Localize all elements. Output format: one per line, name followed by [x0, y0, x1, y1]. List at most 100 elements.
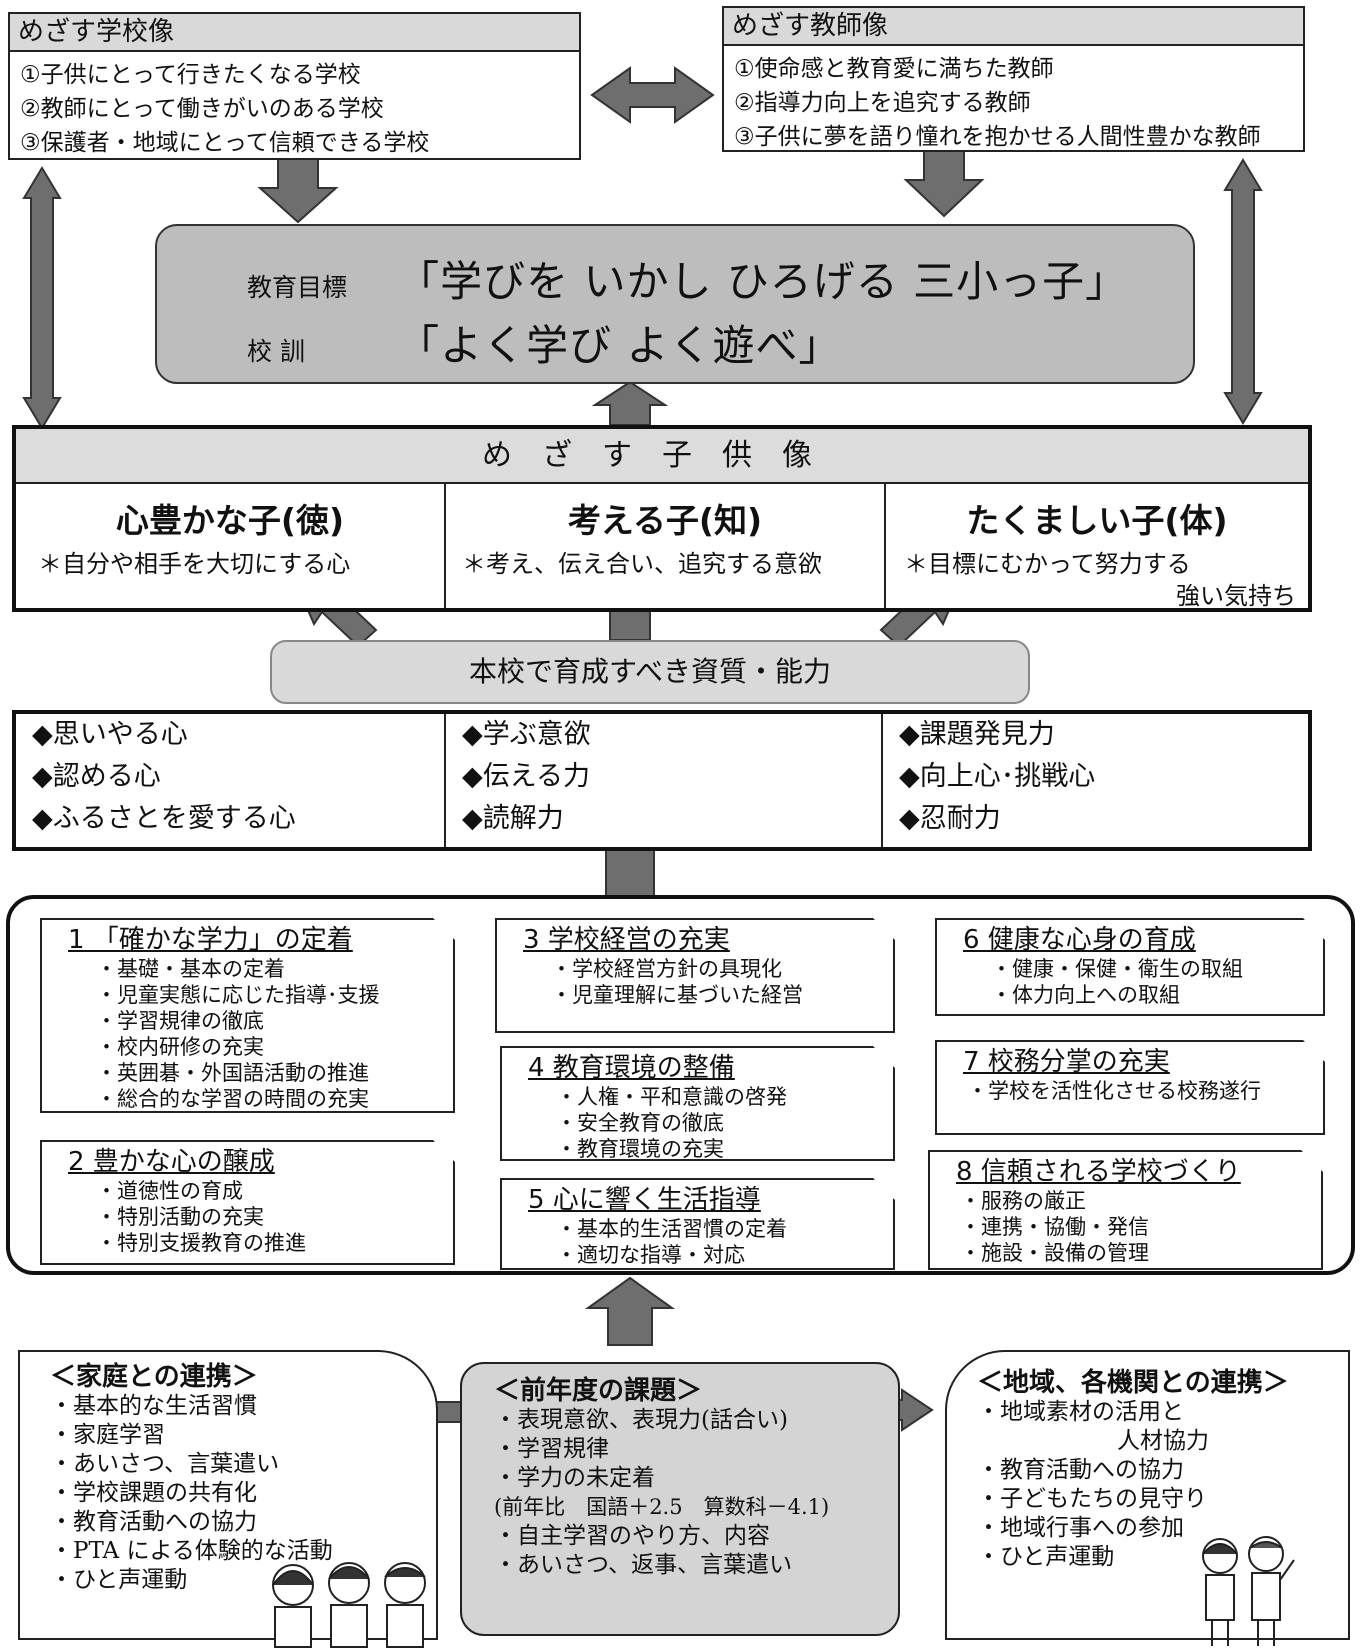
double-arrow-horizontal	[590, 66, 715, 124]
school-image-header: めざす学校像	[10, 14, 579, 52]
plan-card-8: 8 信頼される学校づくり ・服務の厳正 ・連携・協働・発信 ・施設・設備の管理	[928, 1150, 1323, 1270]
plan-card-item: ・学校を活性化させる校務遂行	[967, 1079, 1261, 1103]
ability-item: ◆向上心･挑戦心	[899, 761, 1096, 792]
abilities-box: ◆思いやる心 ◆認める心 ◆ふるさとを愛する心 ◆学ぶ意欲 ◆伝える力 ◆読解力…	[12, 710, 1312, 851]
plan-card-item: ・英囲碁・外国語活動の推進	[96, 1061, 369, 1085]
school-image-item: ①子供にとって行きたくなる学校	[20, 62, 361, 88]
plan-card-7: 7 校務分掌の充実 ・学校を活性化させる校務遂行	[935, 1040, 1325, 1135]
target-children-header: めざす子供像	[16, 429, 1308, 484]
children-col-desc: ＊自分や相手を大切にする心	[38, 550, 351, 578]
ability-item: ◆読解力	[462, 803, 564, 834]
plan-card-title: 8 信頼される学校づくり	[956, 1157, 1241, 1187]
children-col-title: たくましい子(体)	[966, 501, 1228, 540]
home-item: ・PTA による体験的な活動	[50, 1538, 333, 1564]
teacher-image-item: ①使命感と教育愛に満ちた教師	[734, 56, 1054, 82]
ability-item: ◆忍耐力	[899, 803, 1001, 834]
ability-item: ◆認める心	[32, 761, 161, 792]
ability-item: ◆課題発見力	[899, 719, 1055, 750]
ability-item: ◆思いやる心	[32, 719, 188, 750]
plan-card-4: 4 教育環境の整備 ・人権・平和意識の啓発 ・安全教育の徹底 ・教育環境の充実	[500, 1046, 895, 1161]
children-col-desc: 強い気持ち	[1176, 582, 1296, 610]
community-item: ・子どもたちの見守り	[977, 1486, 1207, 1512]
adults-illustration-icon	[1202, 1536, 1295, 1646]
issue-item: ・自主学習のやり方、内容	[494, 1523, 770, 1549]
target-children-box: めざす子供像 心豊かな子(徳) ＊自分や相手を大切にする心 考える子(知) ＊考…	[12, 425, 1312, 612]
goal-text: 「学びを いかし ひろげる 三小っ子」	[397, 257, 1129, 306]
children-col-virtue: 心豊かな子(徳) ＊自分や相手を大切にする心	[16, 484, 444, 608]
children-col-title: 考える子(知)	[567, 501, 763, 540]
plan-card-item: ・健康・保健・衛生の取組	[991, 957, 1243, 981]
issue-item: (前年比 国語＋2.5 算数科－4.1)	[494, 1495, 830, 1519]
community-item: ・教育活動への協力	[977, 1457, 1184, 1483]
community-item: ・ひと声運動	[977, 1544, 1115, 1570]
plan-card-title: 2 豊かな心の醸成	[68, 1147, 275, 1177]
plan-card-item: ・基本的生活習慣の定着	[556, 1217, 787, 1241]
abilities-col: ◆思いやる心 ◆認める心 ◆ふるさとを愛する心	[16, 714, 446, 847]
plan-card-title: 1 「確かな学力」の定着	[68, 925, 353, 955]
plan-card-1: 1 「確かな学力」の定着 ・基礎・基本の定着 ・児童実態に応じた指導･支援 ・学…	[40, 918, 455, 1113]
up-arrow-goal	[591, 380, 669, 426]
plan-card-item: ・施設・設備の管理	[960, 1241, 1149, 1265]
goal-label: 教育目標	[247, 273, 348, 302]
plan-card-2: 2 豊かな心の醸成 ・道徳性の育成 ・特別活動の充実 ・特別支援教育の推進	[40, 1140, 455, 1265]
plan-card-6: 6 健康な心身の育成 ・健康・保健・衛生の取組 ・体力向上への取組	[935, 918, 1325, 1016]
teacher-image-header: めざす教師像	[724, 8, 1303, 46]
down-arrow-left	[257, 157, 339, 224]
plan-card-3: 3 学校経営の充実 ・学校経営方針の具現化 ・児童理解に基づいた経営	[495, 918, 895, 1033]
vertical-double-arrow-left	[22, 166, 62, 430]
children-col-desc: ＊考え、伝え合い、追究する意欲	[462, 550, 822, 578]
plan-card-item: ・校内研修の充実	[96, 1035, 264, 1059]
abilities-col: ◆課題発見力 ◆向上心･挑戦心 ◆忍耐力	[883, 714, 1308, 847]
plan-card-item: ・総合的な学習の時間の充実	[96, 1087, 369, 1111]
community-cooperation-box: ＜地域、各機関との連携＞ ・地域素材の活用と 人材協力 ・教育活動への協力 ・子…	[945, 1350, 1350, 1640]
children-col-body: たくましい子(体) ＊目標にむかって努力する 強い気持ち	[884, 484, 1308, 610]
plan-card-title: 5 心に響く生活指導	[528, 1185, 761, 1215]
plan-card-title: 3 学校経営の充実	[523, 925, 730, 955]
plan-card-item: ・児童理解に基づいた経営	[551, 983, 803, 1007]
plan-card-5: 5 心に響く生活指導 ・基本的生活習慣の定着 ・適切な指導・対応	[500, 1178, 895, 1270]
vertical-double-arrow-right	[1223, 158, 1263, 425]
teacher-image-item: ③子供に夢を語り憧れを抱かせる人間性豊かな教師	[734, 124, 1261, 150]
home-item: ・家庭学習	[50, 1422, 165, 1448]
qualities-label: 本校で育成すべき資質・能力	[270, 640, 1030, 704]
plan-card-item: ・体力向上への取組	[991, 983, 1180, 1007]
previous-issues-box: ＜前年度の課題＞ ・表現意欲、表現力(話合い) ・学習規律 ・学力の未定着 (前…	[460, 1362, 900, 1636]
issue-item: ・学力の未定着	[494, 1465, 655, 1491]
home-cooperation-box: ＜家庭との連携＞ ・基本的な生活習慣 ・家庭学習 ・あいさつ、言葉遣い ・学校課…	[18, 1350, 438, 1640]
children-col-desc: ＊目標にむかって努力する	[904, 550, 1191, 578]
plan-card-title: 6 健康な心身の育成	[963, 925, 1196, 955]
ability-item: ◆ふるさとを愛する心	[32, 803, 296, 834]
up-arrow-issues	[584, 1276, 676, 1346]
children-illustration-icon	[272, 1562, 426, 1648]
motto-label: 校 訓	[247, 337, 305, 366]
plan-card-item: ・道徳性の育成	[96, 1179, 243, 1203]
children-col-knowledge: 考える子(知) ＊考え、伝え合い、追究する意欲	[444, 484, 884, 608]
motto-text: 「よく学び よく遊べ」	[397, 321, 842, 370]
issue-item: ・学習規律	[494, 1436, 609, 1462]
issue-item: ・表現意欲、表現力(話合い)	[494, 1407, 788, 1433]
home-item: ・ひと声運動	[50, 1567, 188, 1593]
education-goal-panel: 教育目標 「学びを いかし ひろげる 三小っ子」 校 訓 「よく学び よく遊べ」	[155, 224, 1195, 384]
plan-card-item: ・教育環境の充実	[556, 1137, 724, 1161]
plan-card-item: ・安全教育の徹底	[556, 1111, 724, 1135]
home-item: ・基本的な生活習慣	[50, 1393, 257, 1419]
down-arrow-right	[903, 149, 985, 218]
plan-card-title: 7 校務分掌の充実	[963, 1047, 1170, 1077]
plan-card-item: ・基礎・基本の定着	[96, 957, 285, 981]
issue-item: ・あいさつ、返事、言葉遣い	[494, 1552, 793, 1578]
ability-item: ◆学ぶ意欲	[462, 719, 591, 750]
plan-card-item: ・適切な指導・対応	[556, 1243, 745, 1267]
home-item: ・あいさつ、言葉遣い	[50, 1451, 280, 1477]
children-col-title: 心豊かな子(徳)	[115, 501, 345, 540]
plan-card-item: ・連携・協働・発信	[960, 1215, 1149, 1239]
teacher-image-box: めざす教師像 ①使命感と教育愛に満ちた教師 ②指導力向上を追究する教師 ③子供に…	[722, 6, 1305, 152]
school-image-item: ③保護者・地域にとって信頼できる学校	[20, 130, 430, 156]
community-item: ・地域素材の活用と	[977, 1399, 1184, 1425]
plan-card-item: ・人権・平和意識の啓発	[556, 1085, 787, 1109]
plan-card-item: ・特別活動の充実	[96, 1205, 264, 1229]
previous-issues-title: ＜前年度の課題＞	[494, 1376, 703, 1406]
home-item: ・教育活動への協力	[50, 1509, 257, 1535]
plan-card-item: ・特別支援教育の推進	[96, 1231, 306, 1255]
community-item: 人材協力	[1117, 1428, 1209, 1454]
plan-card-title: 4 教育環境の整備	[528, 1053, 735, 1083]
